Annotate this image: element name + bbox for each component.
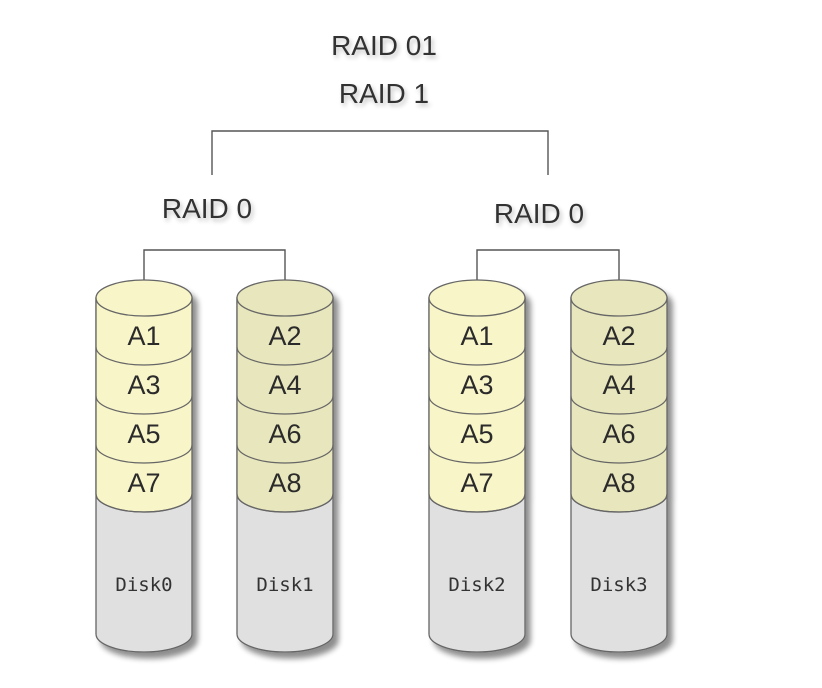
block-label: A5 — [460, 419, 493, 449]
block-divider — [428, 395, 526, 415]
disk-top-cap — [236, 279, 334, 317]
block-divider — [95, 444, 193, 464]
block-divider — [570, 346, 668, 366]
disk-label: Disk3 — [590, 574, 647, 596]
block-label: A1 — [460, 321, 493, 351]
disk-0 — [95, 279, 193, 653]
disk-label: Disk2 — [448, 574, 505, 596]
disk-top-cap — [95, 279, 193, 317]
disk-label: Disk0 — [115, 574, 172, 596]
block-divider — [428, 346, 526, 366]
disk-label: Disk1 — [256, 574, 313, 596]
raid0-right-connector — [476, 249, 620, 297]
block-label: A3 — [460, 370, 493, 400]
raid0-left-connector — [143, 249, 286, 297]
block-divider — [428, 493, 526, 513]
block-divider — [236, 444, 334, 464]
block-divider — [236, 395, 334, 415]
block-label: A4 — [602, 370, 635, 400]
block-divider — [236, 493, 334, 513]
raid1-mirror-connector — [211, 130, 549, 175]
block-divider — [570, 493, 668, 513]
block-divider — [95, 493, 193, 513]
block-label: A7 — [127, 468, 160, 498]
block-divider — [428, 444, 526, 464]
block-divider — [236, 346, 334, 366]
block-label: A8 — [602, 468, 635, 498]
block-label: A7 — [460, 468, 493, 498]
disk-1 — [236, 279, 334, 653]
raid1-label: RAID 1 — [339, 78, 429, 109]
disk-top-cap — [428, 279, 526, 317]
block-label: A5 — [127, 419, 160, 449]
disk-2 — [428, 279, 526, 653]
block-divider — [570, 395, 668, 415]
block-label: A1 — [127, 321, 160, 351]
block-label: A8 — [268, 468, 301, 498]
block-label: A6 — [268, 419, 301, 449]
block-divider — [95, 346, 193, 366]
disk-3 — [570, 279, 668, 653]
block-label: A3 — [127, 370, 160, 400]
disk-top-cap — [570, 279, 668, 317]
block-label: A2 — [268, 321, 301, 351]
block-divider — [95, 395, 193, 415]
block-label: A4 — [268, 370, 301, 400]
block-divider — [570, 444, 668, 464]
raid0-left-label: RAID 0 — [162, 193, 252, 224]
block-label: A2 — [602, 321, 635, 351]
raid01-title: RAID 01 — [331, 30, 437, 61]
raid0-right-label: RAID 0 — [494, 198, 584, 229]
block-label: A6 — [602, 419, 635, 449]
